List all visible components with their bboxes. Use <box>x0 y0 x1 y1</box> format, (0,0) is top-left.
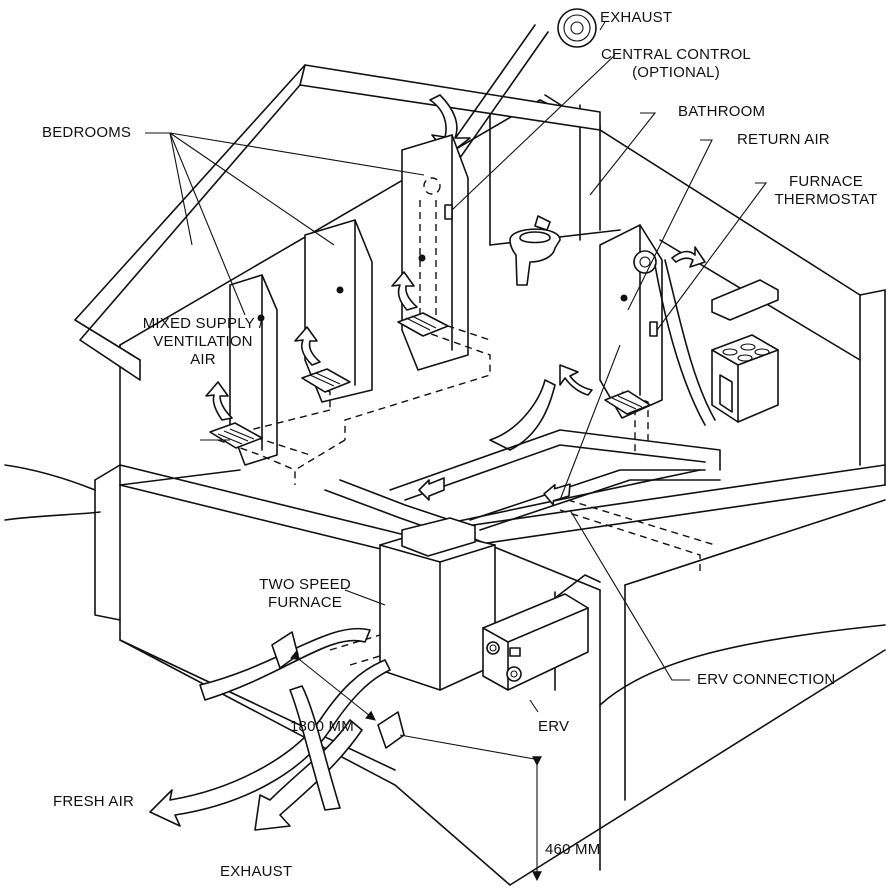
two-speed-furnace-line1: TWO SPEED <box>259 576 351 593</box>
exhaust-label-top: EXHAUST <box>600 9 673 26</box>
bathroom-label: BATHROOM <box>678 103 766 120</box>
floor-trunk-ducts <box>324 379 721 533</box>
partition-walls <box>229 134 663 466</box>
register-air-arrows <box>205 246 706 421</box>
two-speed-furnace-unit <box>379 517 496 691</box>
erv-label: ERV <box>538 718 570 735</box>
leader-lines <box>145 21 768 713</box>
furnace-thermostat-line2: THERMOSTAT <box>774 191 878 208</box>
exhaust-label-bottom: EXHAUST <box>220 863 293 880</box>
mixed-supply-line2: VENTILATION <box>153 333 253 350</box>
erv-connection-label: ERV CONNECTION <box>697 671 836 688</box>
bedrooms-label: BEDROOMS <box>42 124 132 141</box>
two-speed-furnace-line2: FURNACE <box>268 594 342 611</box>
furnace-thermostat-label: FURNACE THERMOSTAT <box>766 173 886 209</box>
distance-460-label: 460 MM <box>545 841 601 858</box>
ground-lines <box>4 464 886 706</box>
return-duct <box>654 259 716 426</box>
central-control-line2: (OPTIONAL) <box>632 64 720 81</box>
mixed-supply-label: MIXED SUPPLY / VENTILATION AIR <box>128 315 278 369</box>
furnace-thermostat-line1: FURNACE <box>789 173 863 190</box>
distance-1800-label: 1800 MM <box>290 718 354 735</box>
main-floor <box>94 464 886 556</box>
erv-unit <box>482 574 601 691</box>
toilet-fixture <box>509 215 561 286</box>
mixed-supply-line3: AIR <box>190 351 216 368</box>
two-speed-furnace-label: TWO SPEED FURNACE <box>250 576 360 612</box>
kitchen-appliances <box>711 279 779 423</box>
central-control-line1: CENTRAL CONTROL <box>601 46 751 63</box>
central-control-label: CENTRAL CONTROL (OPTIONAL) <box>596 46 756 82</box>
fresh-air-label: FRESH AIR <box>53 793 134 810</box>
dimension-lines <box>290 650 542 882</box>
return-air-label: RETURN AIR <box>737 131 830 148</box>
supply-registers <box>209 312 651 449</box>
mixed-supply-line1: MIXED SUPPLY / <box>142 315 264 332</box>
fresh-air-exhaust-flows <box>149 627 405 831</box>
exhaust-duct <box>439 8 597 166</box>
roof <box>74 64 601 381</box>
